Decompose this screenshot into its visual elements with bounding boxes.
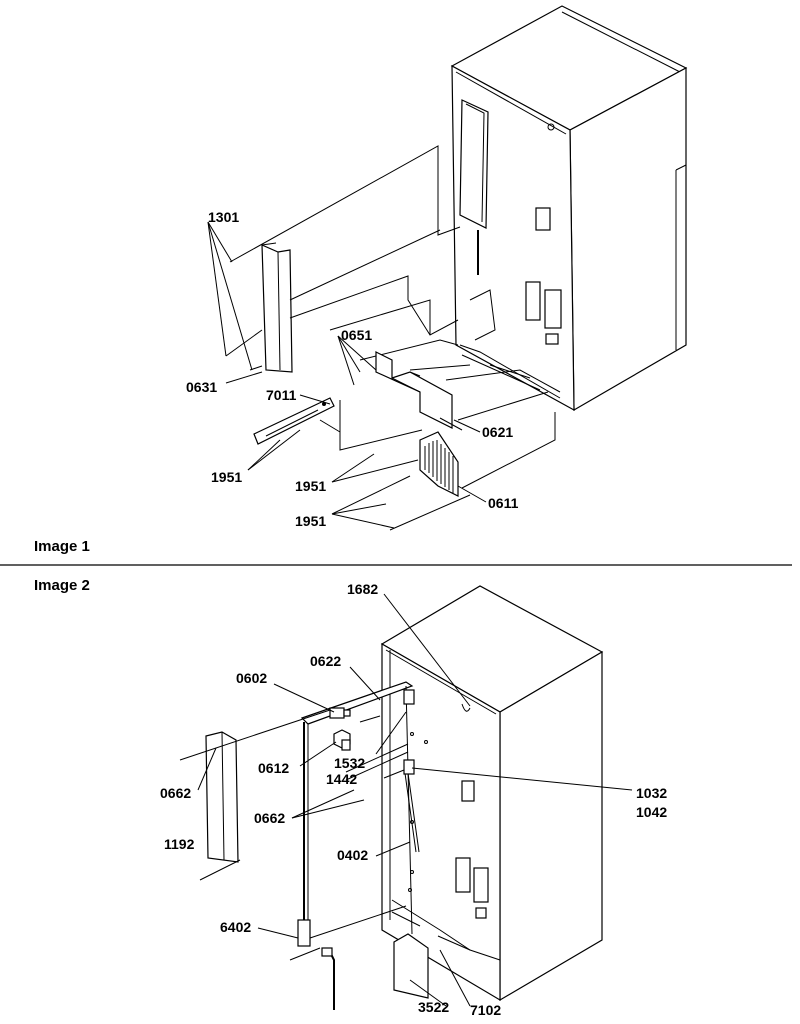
label-1532: 1532 <box>334 755 365 771</box>
label-0631: 0631 <box>186 379 217 395</box>
label-3522: 3522 <box>418 999 449 1015</box>
hinge-6402 <box>297 919 335 1010</box>
refrigerator-cabinet-2 <box>380 585 604 1002</box>
control-0612 <box>333 729 351 751</box>
label-1301: 1301 <box>208 209 239 225</box>
label-7011: 7011 <box>266 387 297 403</box>
thermostat-0602 <box>329 707 351 719</box>
label-1951-b: 1951 <box>295 478 326 494</box>
image2-leader-lines <box>179 709 471 961</box>
label-0662-a: 0662 <box>160 785 191 801</box>
side-cover-1192 <box>205 731 239 863</box>
label-7102: 7102 <box>470 1002 501 1018</box>
caption-image-1: Image 1 <box>34 538 90 555</box>
label-1192: 1192 <box>164 836 195 852</box>
bracket-7011 <box>253 397 335 445</box>
label-1951-c: 1951 <box>295 513 326 529</box>
side-panel-0631 <box>261 242 293 373</box>
label-0662-b: 0662 <box>254 810 285 826</box>
base-panel-3522 <box>393 933 429 999</box>
image1-diagram: 1301 0631 7011 0651 1951 1951 1951 0621 … <box>34 5 688 555</box>
image1-leader-lines <box>225 145 561 531</box>
label-0402: 0402 <box>337 847 368 863</box>
image1-callouts <box>207 221 487 529</box>
label-0602: 0602 <box>236 670 267 686</box>
label-1951-a: 1951 <box>211 469 242 485</box>
label-1042: 1042 <box>636 804 667 820</box>
bracket-0621 <box>375 351 463 431</box>
label-0612: 0612 <box>258 760 289 776</box>
refrigerator-cabinet-1 <box>450 5 688 412</box>
label-0622: 0622 <box>310 653 341 669</box>
label-6402: 6402 <box>220 919 251 935</box>
caption-image-2: Image 2 <box>34 577 90 594</box>
grille-0611 <box>419 431 459 497</box>
label-1682: 1682 <box>347 581 378 597</box>
image2-callouts <box>197 593 633 1007</box>
image2-diagram: Image 2 <box>34 577 667 1018</box>
label-1442: 1442 <box>326 771 357 787</box>
label-1032: 1032 <box>636 785 667 801</box>
label-0621: 0621 <box>482 424 513 440</box>
label-0611: 0611 <box>488 495 519 511</box>
label-0651: 0651 <box>341 327 372 343</box>
